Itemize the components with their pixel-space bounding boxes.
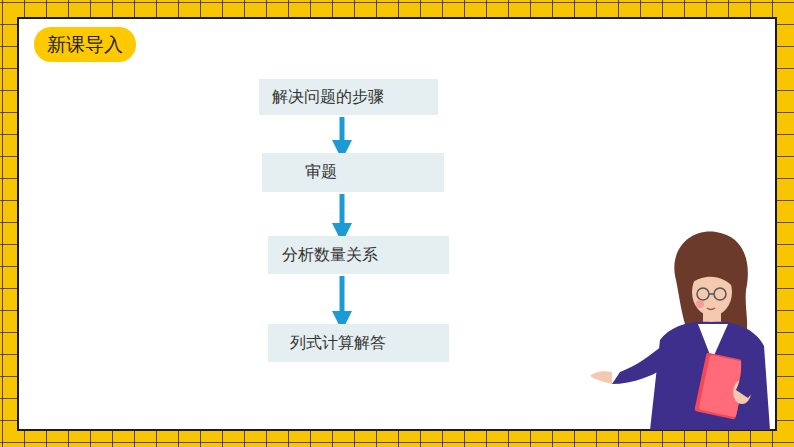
box-label: 分析数量关系 bbox=[282, 245, 378, 266]
title-text: 新课导入 bbox=[47, 32, 123, 58]
box-label: 审题 bbox=[305, 162, 337, 183]
title-badge: 新课导入 bbox=[34, 27, 136, 62]
flow-arrow bbox=[340, 117, 345, 151]
process-box: 解决问题的步骤 bbox=[259, 79, 438, 115]
box-label: 列式计算解答 bbox=[290, 333, 386, 354]
box-label: 解决问题的步骤 bbox=[272, 87, 384, 108]
flow-arrow bbox=[340, 276, 345, 322]
process-box: 分析数量关系 bbox=[268, 236, 449, 274]
process-box: 列式计算解答 bbox=[268, 324, 449, 362]
flow-arrow bbox=[340, 194, 345, 234]
process-box: 审题 bbox=[262, 153, 444, 192]
